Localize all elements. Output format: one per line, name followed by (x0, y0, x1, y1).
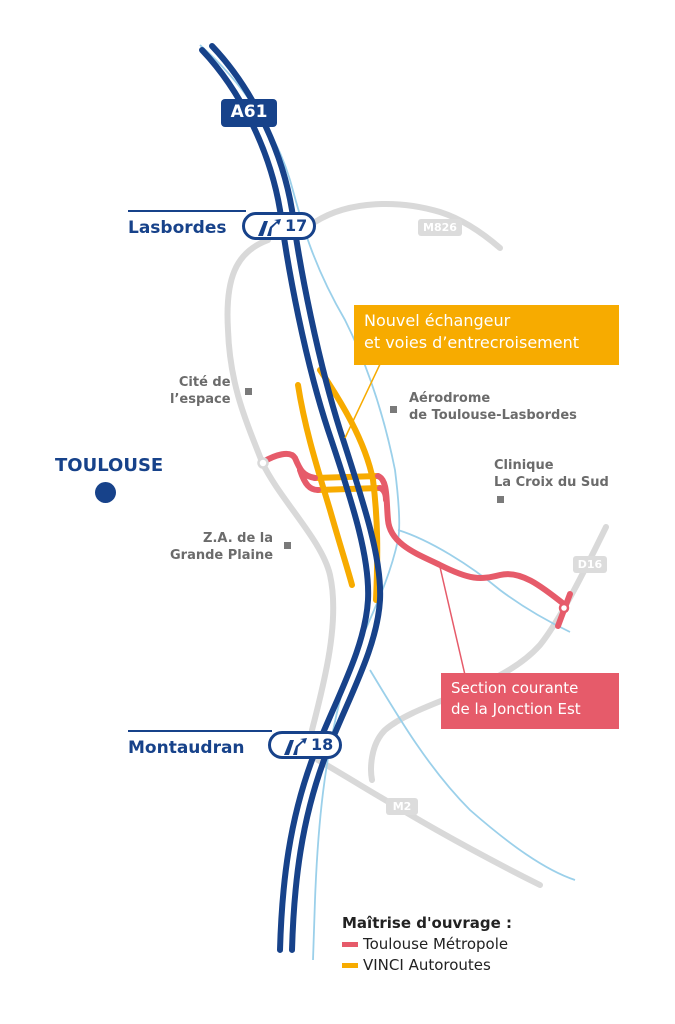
callout-metropole: Section courante de la Jonction Est (441, 673, 619, 729)
metropole-section-main (375, 473, 568, 608)
legend-swatch-red (342, 942, 358, 947)
city-label-toulouse: TOULOUSE (55, 455, 164, 476)
vinci-callout-leader (344, 359, 383, 439)
poi-za-grande-plaine: Z.A. de la Grande Plaine (170, 531, 274, 563)
exit-ramp-icon (258, 219, 281, 236)
river-main (199, 44, 401, 961)
legend-item-metropole: Toulouse Métropole (342, 934, 512, 955)
poi-marker-clinique (497, 496, 504, 503)
legend-title: Maîtrise d'ouvrage : (342, 914, 512, 932)
exit-18-number: 18 (311, 735, 334, 754)
a61-carriageway-west (199, 47, 372, 953)
a61-carriageway-east (209, 43, 384, 953)
poi-aerodrome: Aérodrome de Toulouse-Lasbordes (409, 391, 577, 423)
poi-cite-espace: Cité de l’espace (170, 375, 231, 407)
exit-18-badge: 18 (268, 731, 342, 759)
river-branch-east (397, 529, 571, 633)
a61-shield: A61 (221, 99, 277, 127)
poi-clinique: Clinique La Croix du Sud (494, 458, 609, 490)
road-d16 (368, 524, 609, 783)
exit-17-number: 17 (285, 216, 308, 235)
legend-item-vinci: VINCI Autoroutes (342, 955, 512, 976)
river (199, 44, 576, 961)
east-roundabout (558, 602, 570, 614)
callout-vinci: Nouvel échangeur et voies d’entrecroisem… (354, 305, 619, 365)
road-label-d16: D16 (573, 556, 607, 573)
road-m2 (315, 757, 543, 888)
a61-highway (199, 43, 384, 953)
metropole-link-west (260, 450, 318, 481)
exit-ramp-icon (284, 738, 307, 755)
poi-marker-cite-espace (245, 388, 252, 395)
exit-18-name: Montaudran (128, 738, 245, 758)
metropole-callout-leader (439, 566, 466, 676)
exit-17-badge: 17 (242, 212, 316, 240)
poi-marker-za-grande-plaine (284, 542, 291, 549)
west-roundabout (257, 457, 269, 469)
river-branch-south (369, 669, 576, 881)
city-dot-toulouse (95, 482, 116, 503)
legend: Maîtrise d'ouvrage : Toulouse Métropole … (342, 913, 512, 976)
poi-marker-aerodrome (390, 406, 397, 413)
exit-17-name: Lasbordes (128, 218, 227, 238)
road-west-loop (224, 237, 337, 733)
road-label-m826: M826 (418, 219, 462, 236)
road-m826 (312, 200, 503, 251)
metropole-bridge-joint (377, 485, 389, 503)
metropole-link-west-2 (297, 467, 321, 493)
road-label-m2: M2 (386, 798, 418, 815)
legend-swatch-orange (342, 963, 358, 968)
vinci-ramp-west (295, 382, 355, 588)
